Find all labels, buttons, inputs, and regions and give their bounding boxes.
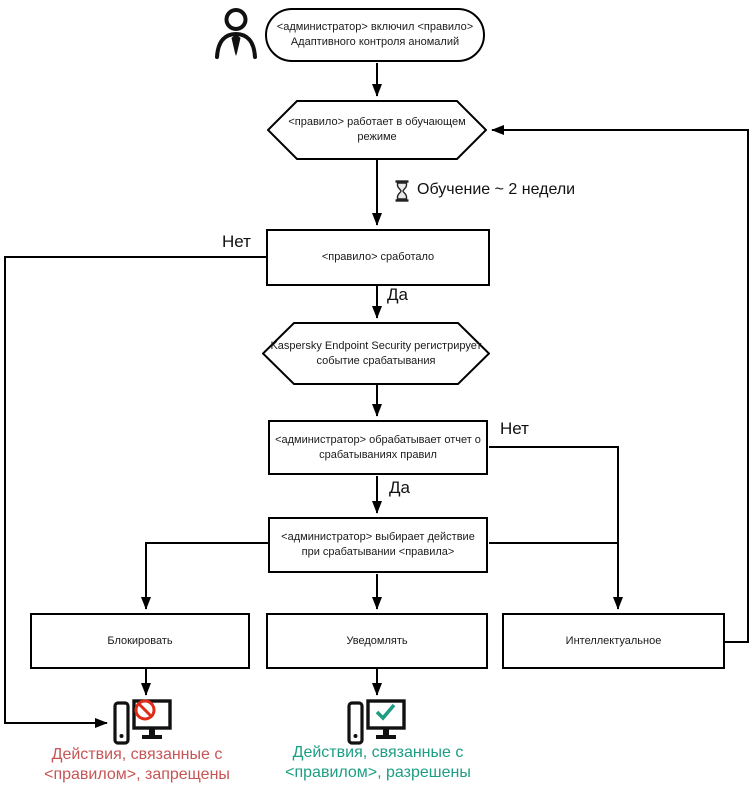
node-start: <администратор> включил <правило> Адапти… xyxy=(265,8,485,62)
hourglass-icon xyxy=(395,180,409,202)
node-rule-triggered: <правило> сработало xyxy=(266,229,490,286)
hexagon-shape xyxy=(262,322,490,385)
node-action-notify-label: Уведомлять xyxy=(346,634,408,647)
node-learning-mode: <правило> работает в обучающем режиме xyxy=(267,100,487,160)
edge-label-yes-1: Да xyxy=(387,285,408,304)
result-blocked-label: Действия, связанные с <правилом>, запрещ… xyxy=(44,746,230,783)
result-allowed-label: Действия, связанные с <правилом>, разреш… xyxy=(285,744,471,781)
node-action-smart: Интеллектуальное xyxy=(502,613,725,669)
computer-blocked-icon xyxy=(113,699,172,745)
node-rule-triggered-label: <правило> сработало xyxy=(321,251,435,264)
node-action-smart-label: Интеллектуальное xyxy=(565,634,662,647)
node-action-block: Блокировать xyxy=(30,613,250,669)
hexagon-shape xyxy=(267,100,487,160)
edge-label-yes-2: Да xyxy=(389,478,410,497)
node-admin-report: <администратор> обрабатывает отчет о сра… xyxy=(268,420,488,475)
node-start-label: <администратор> включил <правило> Адапти… xyxy=(276,21,474,48)
person-icon xyxy=(215,8,257,59)
node-kes-registers: Kaspersky Endpoint Security регистрирует… xyxy=(262,322,490,385)
training-duration-label: Обучение ~ 2 недели xyxy=(417,181,576,198)
node-action-notify: Уведомлять xyxy=(266,613,488,669)
computer-allowed-icon xyxy=(347,699,406,745)
node-action-block-label: Блокировать xyxy=(107,634,173,647)
node-kes-registers-label: Kaspersky Endpoint Security регистрирует… xyxy=(270,339,482,367)
edge-label-no-left: Нет xyxy=(222,232,251,251)
node-admin-chooses-action: <администратор> выбирает действие при ср… xyxy=(268,517,488,573)
node-admin-report-label: <администратор> обрабатывает отчет о сра… xyxy=(275,433,481,461)
node-learning-mode-label: <правило> работает в обучающем режиме xyxy=(288,116,466,143)
edge-label-no-right: Нет xyxy=(500,419,529,438)
node-admin-chooses-action-label: <администратор> выбирает действие при ср… xyxy=(281,531,475,558)
